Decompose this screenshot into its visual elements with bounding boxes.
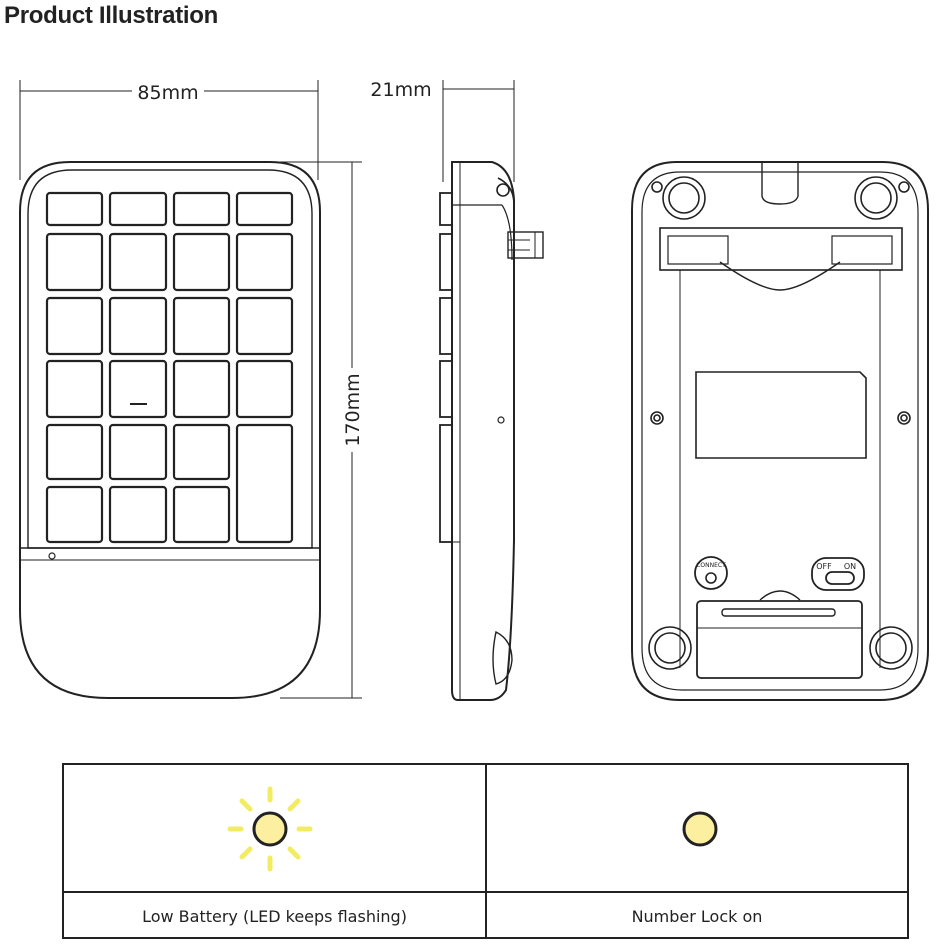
flashing-led-icon (224, 783, 316, 875)
low-battery-label: Low Battery (LED keeps flashing) (64, 893, 485, 939)
back-view (632, 162, 928, 700)
switch-on-label: ON (844, 562, 856, 571)
height-dimension: 170mm (342, 373, 364, 446)
front-view (20, 80, 362, 698)
depth-dimension: 21mm (370, 79, 431, 101)
led-status-table: Low Battery (LED keeps flashing) Number … (62, 763, 909, 939)
connect-label: CONNECT (696, 562, 726, 569)
switch-off-label: OFF (816, 562, 832, 571)
keypad-body (20, 162, 320, 698)
number-lock-label: Number Lock on (487, 893, 907, 939)
steady-led-icon (681, 810, 719, 848)
width-dimension: 85mm (137, 82, 198, 104)
key-row-top (47, 193, 292, 225)
product-illustration: 85mm 170mm 21mm (0, 0, 950, 760)
led-indicator (49, 553, 55, 559)
key-grid (47, 234, 292, 542)
side-view (440, 80, 543, 700)
